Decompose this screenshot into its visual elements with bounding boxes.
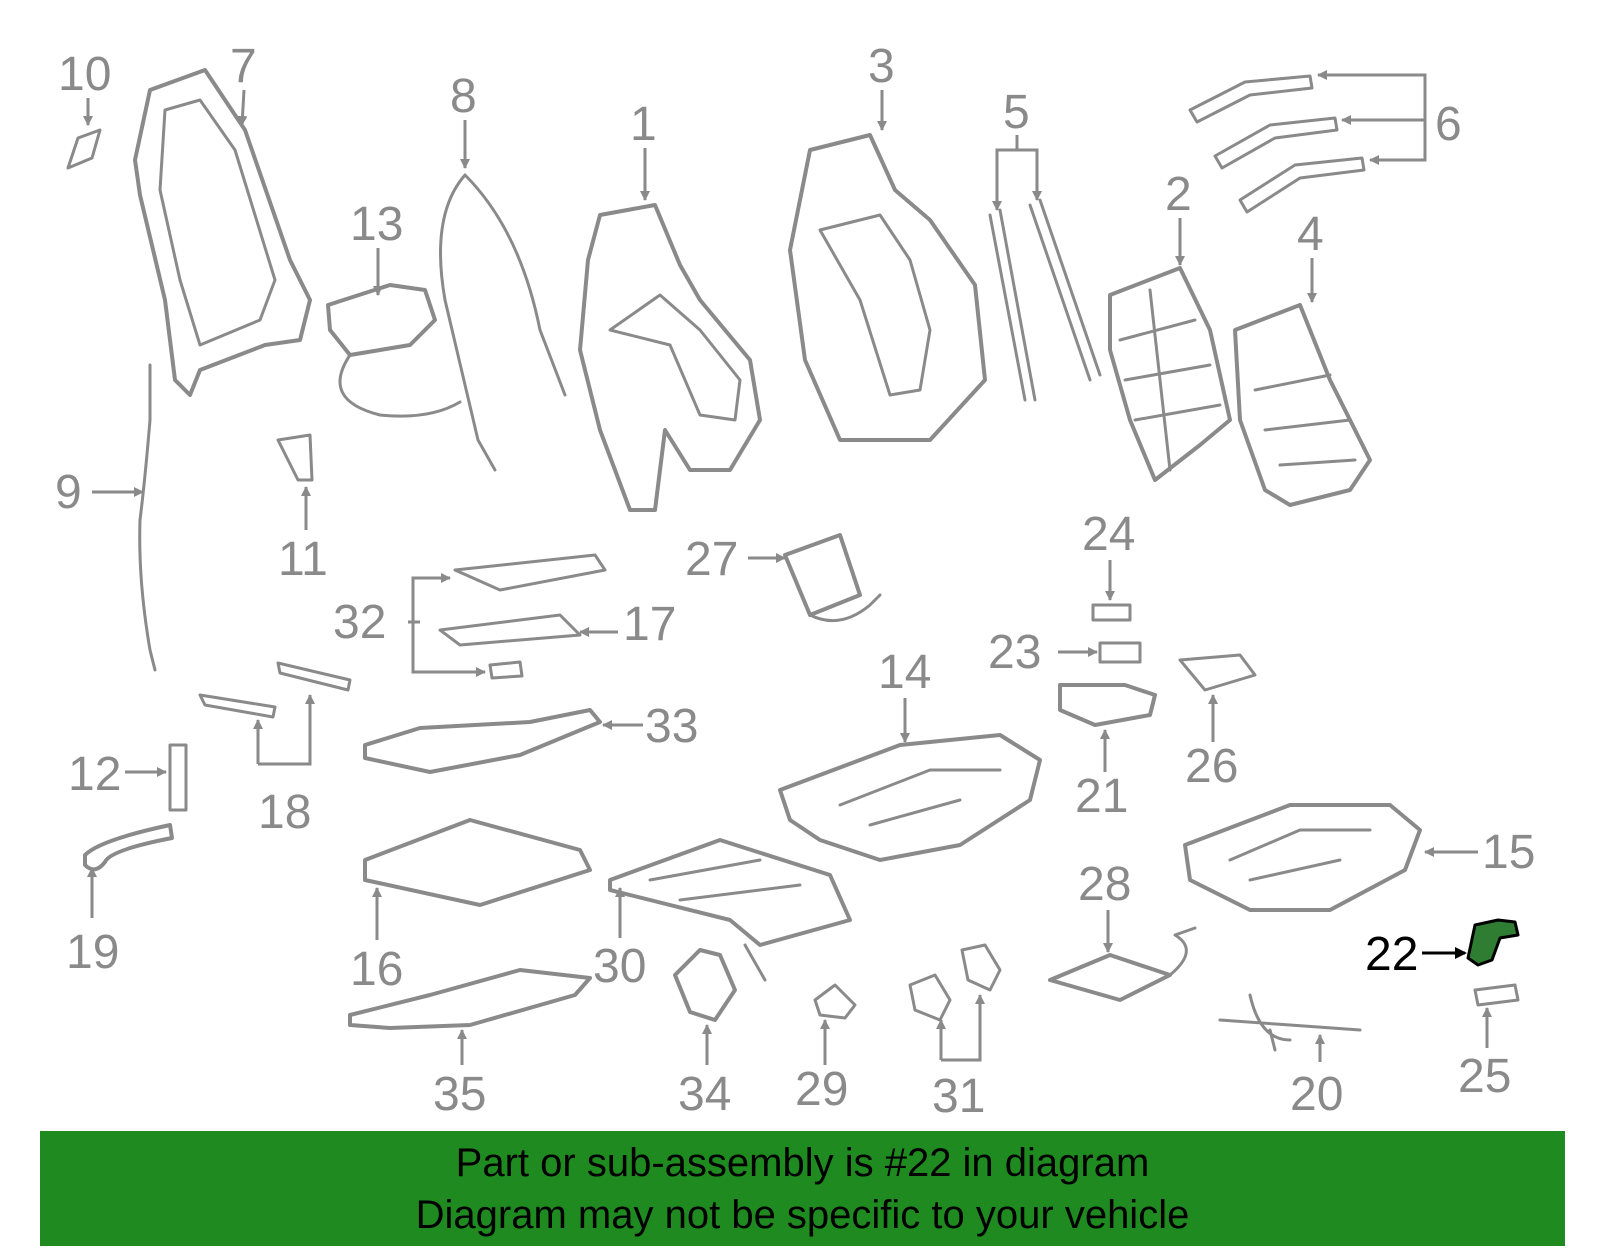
leader-lines	[83, 70, 1492, 1065]
part-31-shape-a	[908, 973, 952, 1022]
callout-10: 10	[58, 48, 111, 101]
part-9-shape	[138, 363, 157, 672]
part-10-shape	[66, 128, 102, 170]
callout-31: 31	[932, 1070, 985, 1123]
callout-22: 22	[1365, 928, 1418, 981]
part-3-shape	[788, 133, 987, 442]
callout-26: 26	[1185, 740, 1238, 793]
callout-20: 20	[1290, 1068, 1343, 1121]
part-7-inner	[158, 98, 277, 347]
part-18-shape-a	[198, 693, 277, 719]
part-16-shape	[363, 818, 592, 907]
callout-4: 4	[1297, 208, 1324, 261]
callout-35: 35	[433, 1068, 486, 1121]
callout-7: 7	[230, 40, 257, 93]
part-20-shape	[1218, 993, 1362, 1052]
part-11-shape	[276, 433, 314, 482]
callout-27: 27	[685, 533, 738, 586]
callout-9: 9	[55, 466, 82, 519]
callout-12: 12	[68, 748, 121, 801]
part-2-shape	[1108, 266, 1232, 482]
part-33-shape	[363, 708, 602, 774]
part-21-shape	[1058, 683, 1157, 727]
callout-28: 28	[1078, 858, 1131, 911]
part-27-wire	[808, 593, 882, 623]
part-31-shape-b	[960, 943, 1002, 992]
part-6-shape-a	[1188, 74, 1314, 124]
part-32-shape-a	[453, 553, 607, 592]
callout-16: 16	[350, 943, 403, 996]
callout-3: 3	[868, 40, 895, 93]
part-15-inner	[1228, 828, 1372, 882]
part-4-grid	[1253, 373, 1357, 467]
part-26-shape	[1178, 653, 1257, 692]
part-1-inner	[608, 293, 742, 422]
banner-line-1: Part or sub-assembly is #22 in diagram	[455, 1141, 1150, 1185]
callout-25: 25	[1458, 1050, 1511, 1103]
part-5-shape	[988, 198, 1102, 402]
callout-17: 17	[623, 598, 676, 651]
callout-13: 13	[350, 198, 403, 251]
callout-2: 2	[1165, 168, 1192, 221]
part-32-shape-b	[488, 660, 524, 680]
callout-21: 21	[1075, 770, 1128, 823]
part-2-grid	[1118, 288, 1222, 472]
part-4-shape	[1233, 303, 1372, 507]
info-banner: Part or sub-assembly is #22 in diagram D…	[40, 1131, 1565, 1246]
part-14-inner	[838, 768, 1002, 827]
callout-6: 6	[1435, 98, 1462, 151]
part-22-shape	[1466, 918, 1520, 967]
part-12-shape	[168, 743, 188, 812]
part-13-wire	[338, 353, 462, 418]
part-14-shape	[778, 733, 1042, 862]
callout-30: 30	[593, 940, 646, 993]
part-8-shape	[439, 173, 567, 472]
part-30-shape	[608, 838, 852, 947]
part-23-shape	[1098, 641, 1142, 664]
part-24-shape	[1091, 603, 1132, 622]
part-28-wire	[1168, 926, 1197, 977]
callout-1: 1	[630, 98, 657, 151]
callout-29: 29	[795, 1063, 848, 1116]
callout-18: 18	[258, 786, 311, 839]
part-35-shape	[348, 968, 592, 1030]
callout-23: 23	[988, 626, 1041, 679]
callout-34: 34	[678, 1068, 731, 1121]
part-30-inner	[648, 858, 802, 982]
callout-11: 11	[278, 533, 328, 586]
part-17-shape	[438, 613, 582, 647]
callout-8: 8	[450, 70, 477, 123]
callout-5: 5	[1003, 86, 1030, 139]
callout-labels: 10 7 8 13 1 3 5 6 2 4 9 11 27 24 32 17 2…	[55, 40, 1535, 1123]
callout-19: 19	[66, 926, 119, 979]
callout-24: 24	[1082, 508, 1135, 561]
part-28-shape	[1048, 953, 1172, 1002]
part-7-shape	[133, 68, 312, 397]
callout-33: 33	[645, 700, 698, 753]
part-shapes	[66, 68, 1520, 1052]
part-6-shape-b	[1213, 116, 1339, 170]
banner-line-2: Diagram may not be specific to your vehi…	[415, 1193, 1190, 1237]
part-15-shape	[1183, 803, 1422, 912]
callout-32: 32	[333, 596, 386, 649]
part-13-shape	[326, 283, 437, 357]
part-19-shape	[83, 823, 174, 872]
part-6-shape-c	[1238, 156, 1366, 214]
part-34-shape	[673, 948, 737, 1022]
part-29-shape	[813, 983, 857, 1020]
part-3-inner	[818, 213, 932, 397]
callout-15: 15	[1482, 826, 1535, 879]
part-1-shape	[578, 203, 762, 512]
part-27-shape	[783, 533, 862, 617]
part-18-shape-b	[276, 661, 352, 692]
part-25-shape	[1473, 983, 1520, 1007]
callout-14: 14	[878, 646, 931, 699]
